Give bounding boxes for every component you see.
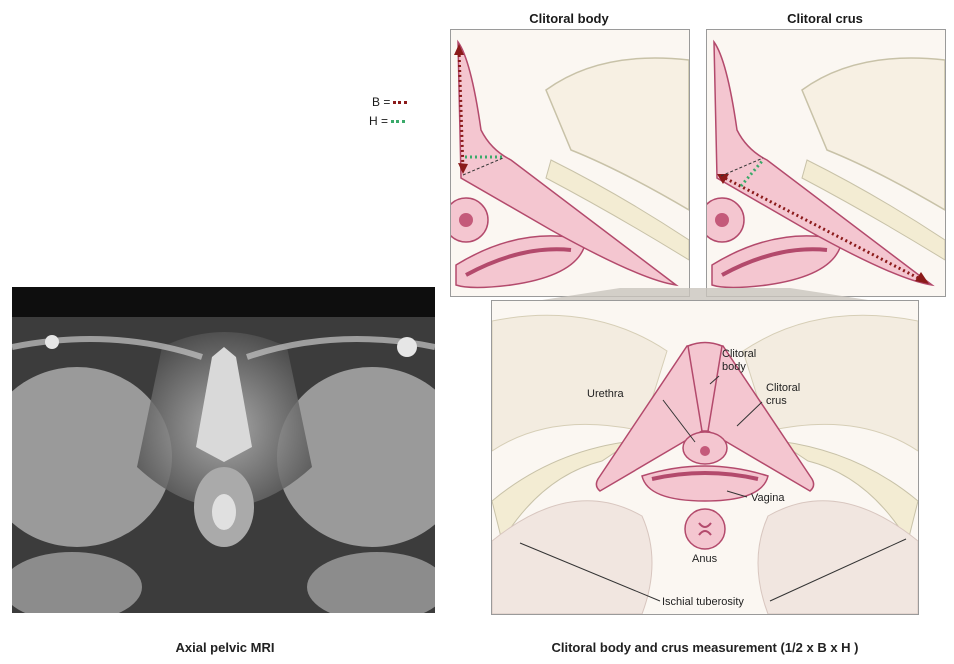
label-clitoral-body: Clitoral body (722, 348, 756, 374)
clitoral-crus-title: Clitoral crus (706, 11, 944, 26)
anatomy-panel: Clitoral body Clitoral crus Urethra Vagi… (491, 300, 919, 615)
clitoral-body-panel (450, 29, 690, 297)
clitoral-crus-panel (706, 29, 946, 297)
label-urethra: Urethra (587, 388, 624, 401)
legend-b-label: B = (372, 95, 390, 109)
legend-b: B = (372, 95, 407, 109)
mri-image (12, 287, 435, 613)
mri-caption: Axial pelvic MRI (100, 640, 350, 655)
measurement-caption: Clitoral body and crus measurement (1/2 … (470, 640, 940, 655)
label-anus: Anus (692, 553, 717, 566)
label-vagina: Vagina (751, 492, 784, 505)
legend-h-swatch (391, 120, 405, 123)
label-ischial-tuberosity: Ischial tuberosity (662, 596, 744, 609)
legend-h: H = (369, 114, 405, 128)
label-clitoral-crus: Clitoral crus (766, 382, 800, 408)
legend-b-swatch (393, 101, 407, 104)
legend-h-label: H = (369, 114, 388, 128)
clitoral-body-title: Clitoral body (450, 11, 688, 26)
